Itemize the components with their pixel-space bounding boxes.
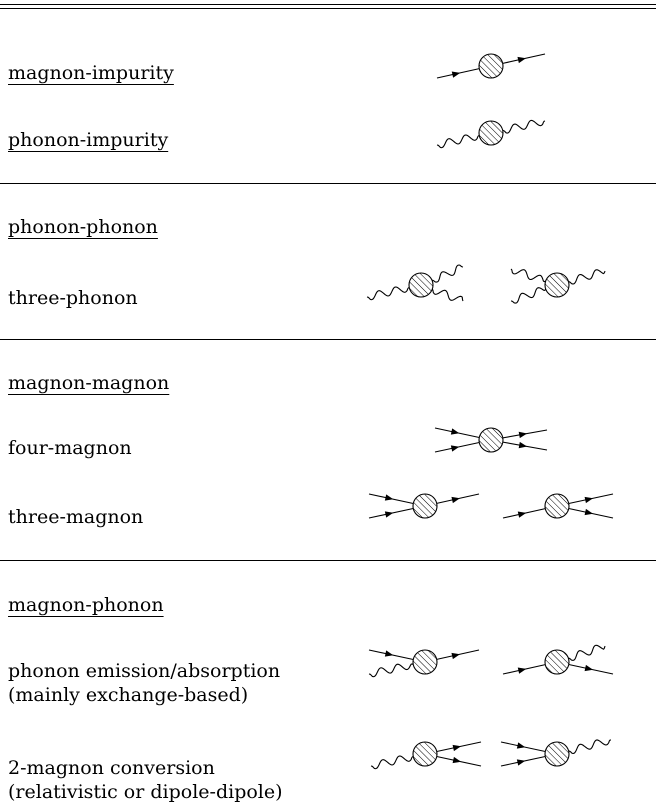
section-divider [0,183,656,184]
interaction-vertex-icon [408,272,434,298]
row-label-phonon-impurity: phonon-impurity [8,129,169,151]
phonon-line [370,755,414,770]
row-label-conversion-line1: 2-magnon conversion [8,757,215,779]
top-rule-1 [0,4,656,5]
phonon-line [568,644,606,661]
magnon-arrow-icon [451,496,460,504]
magnon-arrow-icon [384,494,394,501]
phonon-line [510,268,546,283]
magnon-arrow-icon [584,664,594,672]
interaction-vertex-icon [544,649,570,675]
interaction-vertex-icon [544,741,570,767]
interaction-vertex-icon [544,493,570,519]
magnon-arrow-icon [517,56,526,64]
magnon-arrow-icon [517,667,527,674]
magnon-arrow-icon [384,650,394,657]
row-label-emission-line1: phonon emission/absorption [8,660,281,682]
magnon-arrow-icon [516,742,526,749]
phonon-line [436,134,480,149]
magnon-arrow-icon [384,511,394,518]
interaction-vertex-icon [544,272,570,298]
row-label-three-magnon: three-magnon [8,506,144,528]
magnon-arrow-icon [517,511,527,518]
magnon-arrow-icon [518,431,528,439]
interaction-vertex-icon [478,120,504,146]
magnon-arrow-icon [452,744,462,752]
phonon-line [510,287,547,304]
phonon-line [568,269,606,285]
row-label-conversion-line2: (relativistic or dipole-dipole) [8,781,283,803]
interaction-vertex-icon [478,53,504,79]
phonon-line [568,739,612,755]
magnon-arrow-icon [451,652,460,660]
phonon-line [366,286,410,301]
magnon-arrow-icon [584,496,594,504]
row-label-four-magnon: four-magnon [8,437,132,459]
magnon-arrow-icon [518,441,528,449]
magnon-arrow-icon [516,759,526,766]
interaction-vertex-icon [478,427,504,453]
section-divider [0,339,656,340]
row-label-three-phonon: three-phonon [8,287,138,309]
interaction-vertex-icon [412,493,438,519]
section-divider [0,560,656,561]
row-label-phonon-phonon: phonon-phonon [8,216,158,238]
phonon-line [432,264,464,283]
magnon-arrow-icon [584,508,594,516]
row-label-magnon-phonon: magnon-phonon [8,594,164,616]
interaction-vertex-icon [412,741,438,767]
row-label-emission-line2: (mainly exchange-based) [8,684,249,706]
magnon-arrow-icon [451,71,461,78]
top-rule-2 [0,8,656,9]
row-label-magnon-impurity: magnon-impurity [8,62,174,84]
magnon-arrow-icon [450,428,460,435]
phonon-line [502,119,546,134]
phonon-line [368,663,414,678]
interaction-vertex-icon [412,649,438,675]
magnon-arrow-icon [452,756,462,764]
phonon-line [431,288,464,302]
row-label-magnon-magnon: magnon-magnon [8,372,170,394]
magnon-arrow-icon [450,445,460,452]
